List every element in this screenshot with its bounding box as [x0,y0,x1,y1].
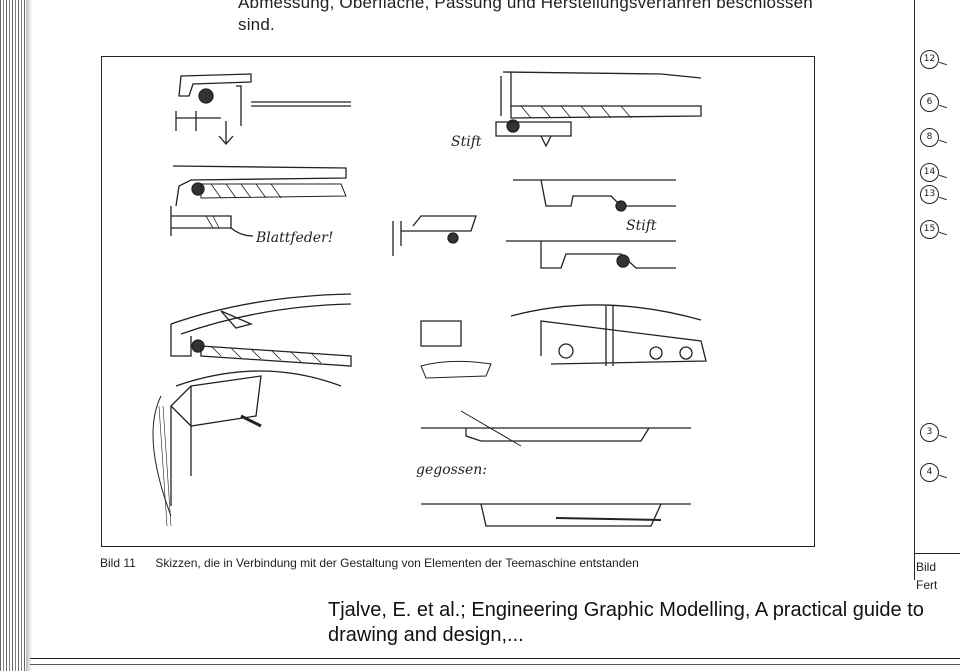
caption-text: Skizzen, die in Verbindung mit der Gesta… [155,556,639,570]
callout-marker: 8 [920,128,939,147]
sketch-stift-pin: Stift [451,71,702,150]
annotation-stift-1: Stift [451,134,482,150]
side-label-fert: Fert [916,578,938,592]
callout-marker: 4 [920,463,939,482]
body-text-fragment: Abmessung, Oberfläche, Passung und Herst… [238,0,813,36]
callout-marker: 3 [920,423,939,442]
scanned-page-edge [0,0,26,671]
caption-number: Bild 11 [100,556,136,570]
callout-marker: 6 [920,93,939,112]
sketch-lid-section [152,293,352,527]
callout-marker: 13 [920,185,939,204]
right-margin-panel: 12 6 8 14 13 15 3 4 [914,0,960,580]
bottom-rule [30,658,960,659]
body-text-line-2: sind. [238,15,275,34]
citation-text: Tjalve, E. et al.; Engineering Graphic M… [328,599,924,646]
callout-marker: 15 [920,220,939,239]
sketch-ring-segment [420,304,707,379]
side-label-bild: Bild [916,560,937,574]
engineering-sketches: Blattfeder! Stift Stift [152,71,707,527]
annotation-blattfeder: Blattfeder! [255,230,333,246]
sketch-leaf-spring: Blattfeder! [170,165,347,246]
callout-marker: 12 [920,50,939,69]
bottom-rule-secondary [30,664,960,665]
body-text-line-1: Abmessung, Oberfläche, Passung und Herst… [238,0,813,12]
sketch-stift-profile: Stift [506,179,676,269]
figure-frame [101,56,815,547]
scan-shadow [26,0,32,671]
annotation-stift-2: Stift [626,218,657,234]
figure-caption: Bild 11 Skizzen, die in Verbindung mit d… [100,556,639,570]
callout-marker: 14 [920,163,939,182]
sketch-cast-profile: gegossen: [416,410,691,527]
annotation-gegossen: gegossen: [416,462,487,478]
sketch-seal-detail [175,73,351,145]
sketch-clip-detail [392,215,477,256]
panel-divider [915,553,960,554]
